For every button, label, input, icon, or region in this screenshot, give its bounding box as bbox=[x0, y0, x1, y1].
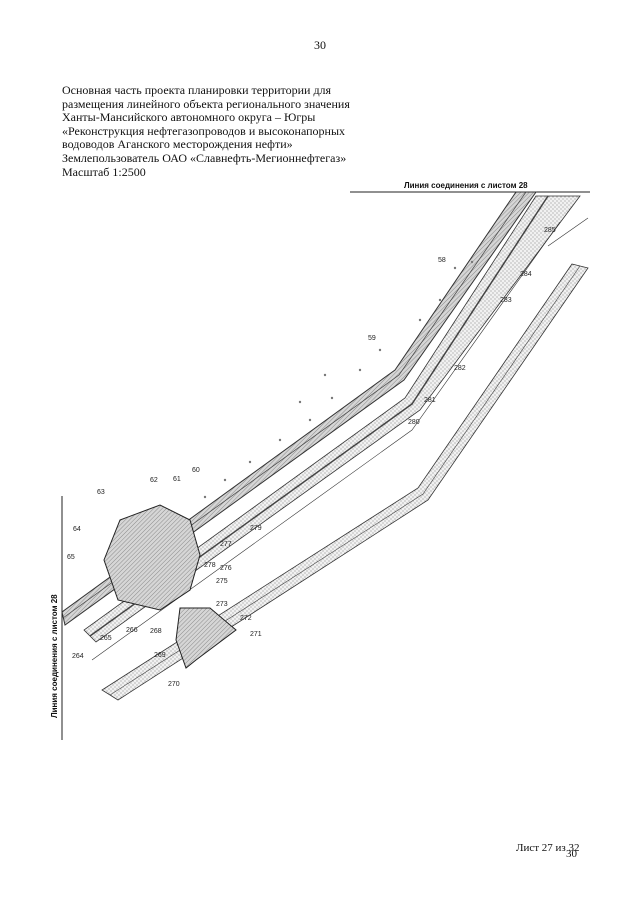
point-label: 272 bbox=[240, 615, 252, 622]
fence-line-top bbox=[547, 217, 589, 247]
header-line-4: «Реконструкция нефтегазопроводов и высок… bbox=[62, 123, 346, 138]
point-label: 285 bbox=[544, 227, 556, 234]
page-number: 30 bbox=[314, 38, 326, 52]
point-label: 60 bbox=[192, 467, 200, 474]
point-label: 65 bbox=[67, 554, 75, 561]
point-label: 270 bbox=[168, 681, 180, 688]
pipeline-corridor-lower bbox=[101, 263, 589, 701]
point-label: 280 bbox=[408, 419, 420, 426]
fence-line bbox=[91, 221, 561, 661]
header-line-2: размещения линейного объекта регионально… bbox=[62, 96, 350, 111]
point-label: 264 bbox=[72, 653, 84, 660]
point-label: 275 bbox=[216, 578, 228, 585]
document-header: Основная часть проекта планировки террит… bbox=[62, 83, 362, 179]
header-line-1: Основная часть проекта планировки террит… bbox=[62, 83, 332, 97]
point-label: 269 bbox=[154, 652, 166, 659]
point-label: 283 bbox=[500, 297, 512, 304]
point-label: 58 bbox=[438, 257, 446, 264]
sheet-counter-overlay: 30 bbox=[566, 848, 577, 860]
access-road bbox=[175, 607, 237, 669]
point-label: 265 bbox=[100, 635, 112, 642]
point-label: 279 bbox=[250, 525, 262, 532]
point-label: 284 bbox=[520, 271, 532, 278]
point-label: 281 bbox=[424, 397, 436, 404]
pipeline-corridor-upper bbox=[61, 191, 537, 626]
point-label: 268 bbox=[150, 628, 162, 635]
point-label: 277 bbox=[220, 541, 232, 548]
header-line-5: водоводов Аганского месторождения нефти» bbox=[62, 137, 293, 152]
point-label: 61 bbox=[173, 476, 181, 483]
point-label: 59 bbox=[368, 335, 376, 342]
point-label: 276 bbox=[220, 565, 232, 572]
vegetation-points bbox=[203, 260, 474, 499]
point-label: 266 bbox=[126, 627, 138, 634]
point-label: 64 bbox=[73, 526, 81, 533]
scale-label: Масштаб 1:2500 bbox=[62, 164, 146, 179]
point-label: 62 bbox=[150, 477, 158, 484]
point-label: 278 bbox=[204, 562, 216, 569]
point-labels: 58 59 60 61 62 63 64 65 264 265 266 268 … bbox=[67, 227, 556, 688]
match-line-left-label: Линия соединения с листом 28 bbox=[50, 594, 59, 718]
point-label: 63 bbox=[97, 489, 105, 496]
match-line-top-label: Линия соединения с листом 28 bbox=[404, 181, 528, 190]
point-label: 271 bbox=[250, 631, 262, 638]
well-pad bbox=[103, 504, 201, 611]
point-label: 282 bbox=[454, 365, 466, 372]
sheet-counter: Лист 27 из 32 bbox=[516, 842, 580, 854]
point-label: 273 bbox=[216, 601, 228, 608]
header-line-3: Ханты-Мансийского автономного округа – Ю… bbox=[62, 110, 316, 125]
header-line-6: Землепользователь ОАО «Славнефть-Мегионн… bbox=[62, 150, 347, 165]
